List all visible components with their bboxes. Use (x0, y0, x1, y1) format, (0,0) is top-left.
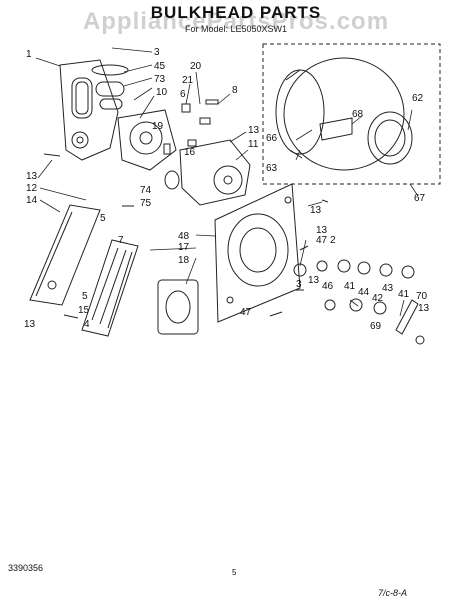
drum-box (262, 43, 441, 185)
callout-label: 42 (372, 293, 384, 304)
bulkhead-frame (214, 183, 301, 323)
callout-label: 16 (184, 147, 196, 158)
callout-label: 11 (248, 139, 259, 150)
callout-label: 41 (398, 289, 410, 300)
callout-label: 13 (310, 205, 322, 216)
callout-label: 75 (140, 198, 152, 209)
callout-label: 70 (416, 291, 428, 302)
callout-label: 15 (78, 305, 90, 316)
callout-label: 17 (178, 242, 190, 253)
callout-label: 4 (84, 319, 90, 330)
callout-label: 13 (316, 225, 328, 236)
callout-label: 47 (240, 307, 252, 318)
bulkhead-panel (59, 59, 119, 161)
heater-element (81, 239, 139, 337)
diagram-subtitle: For Model: LE5050XSW1 (184, 24, 288, 34)
callout-label: 3 (154, 47, 160, 58)
callout-label: 48 (178, 231, 190, 242)
callout-label: 13 (308, 275, 320, 286)
callout-label: 10 (156, 87, 168, 98)
callout-label: 13 (418, 303, 430, 314)
heater-assembly (117, 109, 177, 171)
callout-label: 44 (358, 287, 370, 298)
callout-label: 45 (154, 61, 166, 72)
callout-label: 5 (100, 213, 106, 224)
callout-label: 6 (180, 89, 186, 100)
callout-label: 69 (370, 321, 382, 332)
callout-label: 8 (232, 85, 238, 96)
callout-label: 20 (190, 61, 202, 72)
callout-label: 41 (344, 281, 356, 292)
callout-label: 12 (26, 183, 38, 194)
leader-lines (35, 47, 419, 317)
callout-label: 21 (182, 75, 194, 86)
callout-label: 62 (412, 93, 424, 104)
front-channel (29, 204, 101, 306)
callout-label: 18 (178, 255, 190, 266)
callout-label: 3 (296, 279, 302, 290)
callout-label: 73 (154, 74, 166, 85)
small-hardware (163, 99, 219, 155)
gasket-parts (91, 64, 129, 110)
drum-belt (157, 279, 199, 335)
page-number: 5 (232, 568, 237, 577)
callout-label: 13 (248, 125, 260, 136)
callout-label: 43 (382, 283, 394, 294)
roller-assemblies (293, 259, 425, 345)
callout-label: 63 (266, 163, 278, 174)
duct-assembly (164, 139, 251, 206)
callout-label: 2 (330, 235, 336, 246)
callout-label: 46 (322, 281, 334, 292)
callout-label: 19 (152, 121, 164, 132)
reference-mark: 7/c-8-A (378, 588, 408, 598)
callout-label: 67 (414, 193, 426, 204)
callout-label: 66 (266, 133, 278, 144)
callout-label: 47 (316, 235, 328, 246)
diagram-title: BULKHEAD PARTS (150, 3, 322, 22)
callout-label: 7 (118, 235, 124, 246)
callout-label: 13 (24, 319, 36, 330)
callout-label: 68 (352, 109, 364, 120)
document-code: 3390356 (8, 563, 44, 573)
callout-label: 74 (140, 185, 152, 196)
callout-label: 13 (26, 171, 38, 182)
callout-label: 5 (82, 291, 88, 302)
callout-label: 1 (26, 49, 32, 60)
callout-label: 14 (26, 195, 38, 206)
